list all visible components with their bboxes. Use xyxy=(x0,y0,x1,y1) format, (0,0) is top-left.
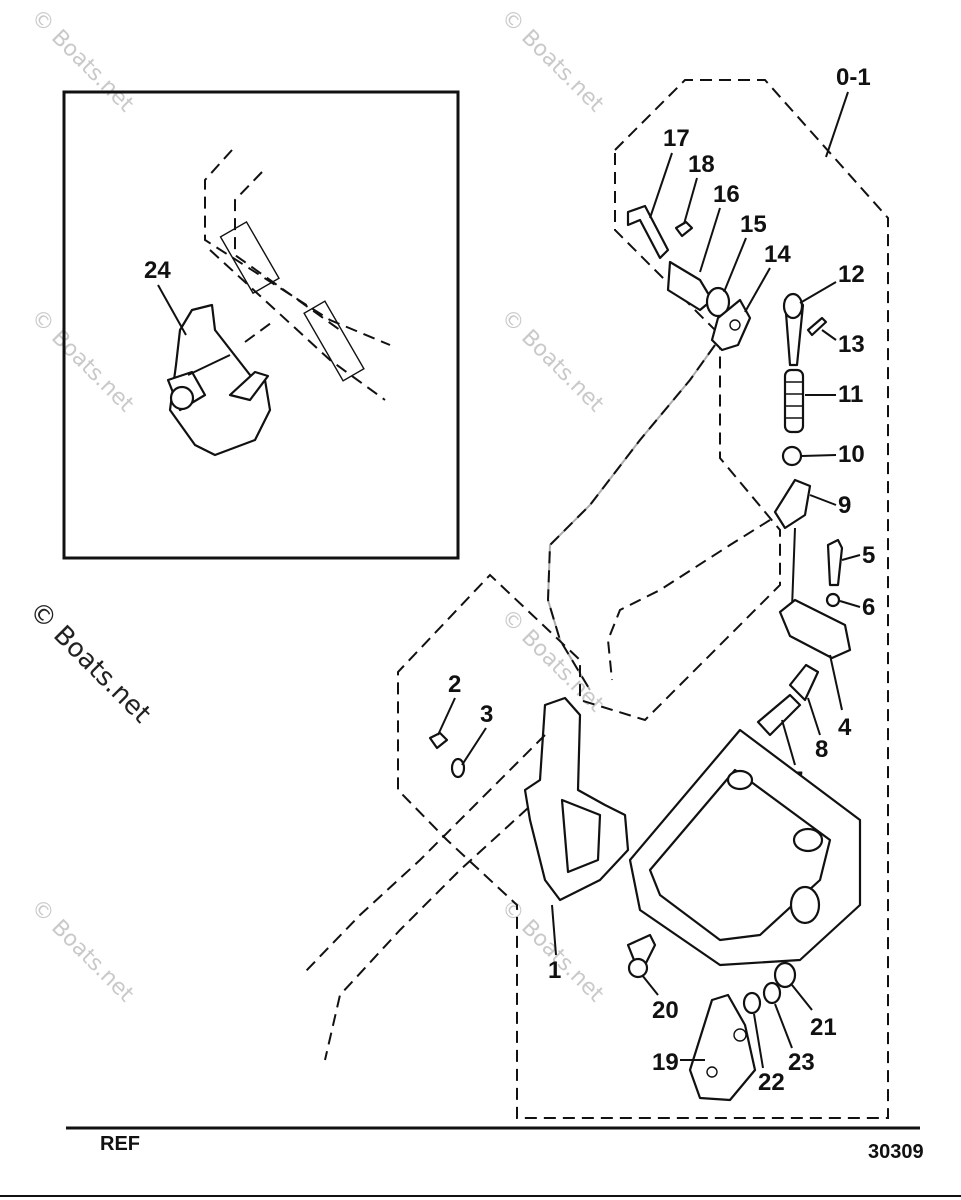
callout-13: 13 xyxy=(838,331,865,358)
callout-11: 11 xyxy=(838,381,863,408)
watermark-6: © Boats.net xyxy=(26,895,139,1008)
diagram-number: 30309 xyxy=(868,1141,924,1163)
callout-23: 23 xyxy=(788,1049,815,1076)
assembly-boundary-0-1 xyxy=(397,79,889,1119)
callout-0-1: 0-1 xyxy=(836,64,871,91)
callout-18: 18 xyxy=(688,151,715,178)
callout-16: 16 xyxy=(713,181,740,208)
callout-22: 22 xyxy=(758,1069,785,1096)
upper-cable xyxy=(546,344,716,691)
watermark-1: © Boats.net xyxy=(26,5,139,118)
callout-12: 12 xyxy=(838,261,865,288)
inset-panel: 24 xyxy=(62,90,460,560)
callout-21: 21 xyxy=(810,1014,837,1041)
callout-20: 20 xyxy=(652,997,679,1024)
callout-8: 8 xyxy=(815,736,828,763)
callout-6: 6 xyxy=(862,594,875,621)
callout-3: 3 xyxy=(480,701,493,728)
callout-14: 14 xyxy=(764,241,791,268)
footer-ref-label: REF xyxy=(100,1133,140,1155)
watermark-5: © Boats.net xyxy=(496,605,609,718)
callout-10: 10 xyxy=(838,441,865,468)
left-assembly: 2 3 1 xyxy=(304,671,630,1061)
callout-5: 5 xyxy=(862,542,875,569)
watermark-3: © Boats.net xyxy=(26,305,139,418)
watermark-2: © Boats.net xyxy=(496,5,609,118)
callout-2: 2 xyxy=(448,671,461,698)
watermark-dark: © Boats.net xyxy=(23,596,156,729)
upper-linkage: 17 18 16 15 14 xyxy=(626,125,791,352)
callout-24: 24 xyxy=(144,257,171,284)
bottom-parts: 20 19 21 22 23 xyxy=(641,961,837,1102)
right-linkage: 12 13 11 10 9 5 6 4 8 7 xyxy=(606,261,875,794)
watermark-4: © Boats.net xyxy=(496,305,609,418)
watermarks: © Boats.net © Boats.net © Boats.net © Bo… xyxy=(23,5,609,1008)
callout-4: 4 xyxy=(838,714,852,741)
callout-1: 1 xyxy=(548,957,561,984)
callout-9: 9 xyxy=(838,492,851,519)
callout-17: 17 xyxy=(663,125,690,152)
mounting-frame xyxy=(626,728,862,979)
callout-19: 19 xyxy=(652,1049,679,1076)
callout-15: 15 xyxy=(740,211,767,238)
